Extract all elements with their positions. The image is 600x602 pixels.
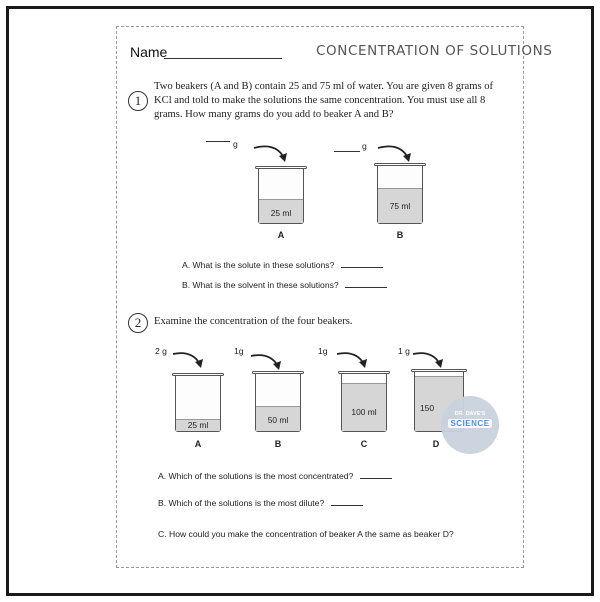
beaker-c-grams: 1g	[318, 346, 328, 356]
beaker-a-volume: 25 ml	[270, 208, 292, 218]
answer-blank[interactable]	[345, 287, 388, 288]
question-1-number: 1	[128, 91, 148, 111]
beaker-b: 50 ml	[252, 371, 304, 432]
q2-sub-c: C. How could you make the concentration …	[158, 529, 454, 539]
beaker-d-label: D	[432, 439, 440, 449]
beaker-b-label: B	[396, 230, 404, 240]
arrow-icon	[377, 145, 411, 162]
beaker-a-label: A	[194, 439, 202, 449]
q2-sub-b: B. Which of the solutions is the most di…	[158, 498, 363, 508]
answer-blank[interactable]	[359, 478, 392, 479]
liquid	[176, 419, 220, 431]
beaker-a-grams: 2 g	[155, 346, 167, 356]
liquid	[342, 383, 386, 431]
beaker-a: 25 ml	[172, 373, 224, 432]
q2-sub-a: A. Which of the solutions is the most co…	[158, 471, 392, 481]
worksheet	[116, 26, 524, 568]
beaker-d-grams: 1 g	[398, 346, 410, 356]
beaker-b-grams: 1g	[234, 346, 244, 356]
q1-sub-b-text: B. What is the solvent in these solution…	[182, 280, 339, 290]
beaker-b: 75 ml	[374, 163, 426, 224]
q1-sub-a: A. What is the solute in these solutions…	[182, 260, 383, 270]
q2-sub-a-text: A. Which of the solutions is the most co…	[158, 471, 354, 481]
beaker-a-label: A	[277, 230, 285, 240]
beaker-b-label: B	[274, 439, 282, 449]
liquid	[259, 199, 303, 223]
answer-blank[interactable]	[340, 267, 383, 268]
gram-unit: g	[233, 139, 238, 149]
name-label: Name	[130, 44, 168, 60]
gram-unit: g	[362, 141, 367, 151]
beaker-a: 25 ml	[255, 166, 307, 224]
arrow-icon	[250, 354, 281, 370]
question-2-number: 2	[128, 313, 148, 333]
beaker-b-grams-blank[interactable]	[334, 151, 360, 152]
beaker-a-grams-blank[interactable]	[206, 141, 230, 142]
logo-top-text: DR. DAVE'S	[454, 411, 486, 417]
liquid	[256, 406, 300, 431]
question-1-text: Two beakers (A and B) contain 25 and 75 …	[154, 81, 494, 120]
arrow-icon	[336, 352, 367, 368]
beaker-b-volume: 50 ml	[267, 415, 289, 425]
beaker-c-label: C	[360, 439, 368, 449]
q1-sub-a-text: A. What is the solute in these solutions…	[182, 260, 335, 270]
q2-sub-b-text: B. Which of the solutions is the most di…	[158, 498, 325, 508]
name-blank[interactable]	[164, 58, 282, 59]
answer-blank[interactable]	[330, 505, 363, 506]
beaker-b-volume: 75 ml	[389, 201, 411, 211]
beaker-d-volume: 150	[420, 403, 434, 413]
worksheet-title: CONCENTRATION OF SOLUTIONS	[316, 43, 553, 59]
logo-bottom-text: SCIENCE	[448, 419, 492, 428]
beaker-c-volume: 100 ml	[351, 407, 377, 417]
arrow-icon	[253, 145, 287, 162]
beaker-a-volume: 25 ml	[187, 420, 209, 430]
liquid	[378, 188, 422, 223]
question-2-text: Examine the concentration of the four be…	[154, 316, 353, 327]
arrow-icon	[412, 352, 443, 368]
dr-daves-science-logo: DR. DAVE'S SCIENCE	[441, 396, 499, 454]
arrow-icon	[172, 352, 203, 368]
beaker-c: 100 ml	[338, 371, 390, 432]
q1-sub-b: B. What is the solvent in these solution…	[182, 280, 388, 290]
